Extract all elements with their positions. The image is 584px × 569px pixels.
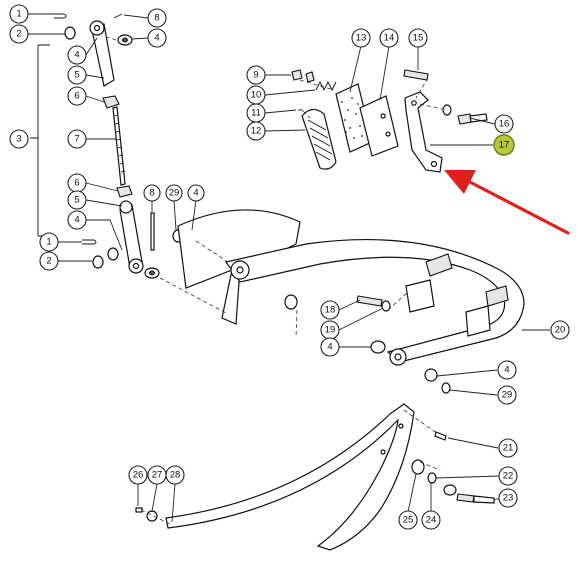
callout-28[interactable]: 28 — [165, 465, 185, 485]
svg-text:4: 4 — [74, 215, 79, 226]
callout-19[interactable]: 19 — [320, 320, 340, 340]
svg-text:8: 8 — [154, 13, 159, 24]
pedal-frame — [177, 209, 525, 394]
svg-text:2: 2 — [46, 256, 51, 267]
svg-text:8: 8 — [149, 188, 154, 199]
callout-29b[interactable]: 29 — [497, 385, 517, 405]
callout-11[interactable]: 11 — [246, 103, 266, 123]
svg-text:9: 9 — [253, 70, 258, 81]
svg-text:4: 4 — [74, 50, 79, 61]
pedal-pad-assembly — [291, 69, 399, 170]
svg-text:2: 2 — [16, 29, 21, 40]
svg-text:6: 6 — [74, 91, 79, 102]
svg-text:19: 19 — [325, 325, 336, 336]
callout-4b[interactable]: 4 — [67, 210, 87, 230]
svg-text:5: 5 — [74, 70, 79, 81]
svg-text:25: 25 — [403, 515, 414, 526]
svg-text:14: 14 — [384, 33, 395, 44]
svg-text:13: 13 — [356, 33, 367, 44]
svg-text:26: 26 — [133, 470, 144, 481]
svg-text:17: 17 — [499, 140, 510, 151]
svg-text:5: 5 — [74, 195, 79, 206]
svg-text:1: 1 — [46, 237, 51, 248]
assembly-lines — [103, 35, 447, 525]
svg-text:4: 4 — [504, 365, 509, 376]
callout-4e[interactable]: 4 — [320, 337, 340, 357]
svg-text:10: 10 — [251, 90, 262, 101]
callout-20[interactable]: 20 — [550, 320, 570, 340]
svg-text:4: 4 — [193, 188, 198, 199]
svg-text:23: 23 — [503, 493, 514, 504]
callout-4f[interactable]: 4 — [497, 360, 517, 380]
svg-text:18: 18 — [325, 305, 336, 316]
svg-text:22: 22 — [503, 471, 514, 482]
callout-16[interactable]: 16 — [494, 114, 514, 134]
callouts: 1 2 3 4 5 6 7 6 5 4 1 2 8 4 8 29 4 9 10 … — [9, 4, 570, 530]
callout-8b[interactable]: 8 — [143, 184, 161, 202]
callout-5b[interactable]: 5 — [67, 190, 87, 210]
callout-18[interactable]: 18 — [320, 300, 340, 320]
callout-13[interactable]: 13 — [351, 28, 371, 48]
callout-25[interactable]: 25 — [398, 510, 418, 530]
callout-24[interactable]: 24 — [421, 510, 441, 530]
callout-1b[interactable]: 1 — [39, 232, 59, 252]
svg-text:15: 15 — [413, 33, 424, 44]
svg-text:16: 16 — [499, 119, 510, 130]
callout-4c[interactable]: 4 — [147, 28, 167, 48]
svg-text:3: 3 — [16, 134, 21, 145]
svg-text:20: 20 — [555, 325, 566, 336]
svg-text:29: 29 — [169, 188, 180, 199]
svg-text:28: 28 — [170, 470, 181, 481]
svg-text:4: 4 — [327, 342, 332, 353]
callout-3[interactable]: 3 — [9, 129, 29, 149]
callout-8[interactable]: 8 — [147, 8, 167, 28]
callout-27[interactable]: 27 — [147, 465, 167, 485]
callout-12[interactable]: 12 — [246, 121, 266, 141]
callout-10[interactable]: 10 — [246, 85, 266, 105]
linkage-assembly — [30, 13, 198, 279]
callout-2b[interactable]: 2 — [39, 251, 59, 271]
svg-text:12: 12 — [251, 126, 262, 137]
leader-lines — [28, 13, 550, 523]
callout-22[interactable]: 22 — [498, 466, 518, 486]
pedal-bracket — [403, 69, 488, 173]
callout-6[interactable]: 6 — [67, 86, 87, 106]
svg-text:27: 27 — [152, 470, 163, 481]
callout-4d[interactable]: 4 — [187, 184, 205, 202]
callout-15[interactable]: 15 — [408, 28, 428, 48]
svg-text:11: 11 — [251, 108, 261, 119]
callout-2[interactable]: 2 — [9, 24, 29, 44]
lower-lever — [135, 403, 495, 551]
callout-5[interactable]: 5 — [67, 65, 87, 85]
callout-29[interactable]: 29 — [165, 184, 183, 202]
callout-7[interactable]: 7 — [67, 129, 87, 149]
callout-6b[interactable]: 6 — [67, 173, 87, 193]
svg-text:4: 4 — [154, 33, 159, 44]
callout-26[interactable]: 26 — [128, 465, 148, 485]
highlight-arrow — [444, 170, 570, 235]
svg-text:24: 24 — [426, 515, 437, 526]
svg-text:1: 1 — [16, 9, 21, 20]
callout-17[interactable]: 17 — [493, 134, 515, 156]
svg-text:29: 29 — [502, 390, 513, 401]
callout-9[interactable]: 9 — [246, 65, 266, 85]
callout-4[interactable]: 4 — [67, 45, 87, 65]
callout-14[interactable]: 14 — [379, 28, 399, 48]
callout-21[interactable]: 21 — [498, 438, 518, 458]
svg-text:6: 6 — [74, 178, 79, 189]
svg-text:21: 21 — [503, 443, 514, 454]
callout-1[interactable]: 1 — [9, 4, 29, 24]
svg-text:7: 7 — [74, 134, 79, 145]
callout-23[interactable]: 23 — [498, 488, 518, 508]
